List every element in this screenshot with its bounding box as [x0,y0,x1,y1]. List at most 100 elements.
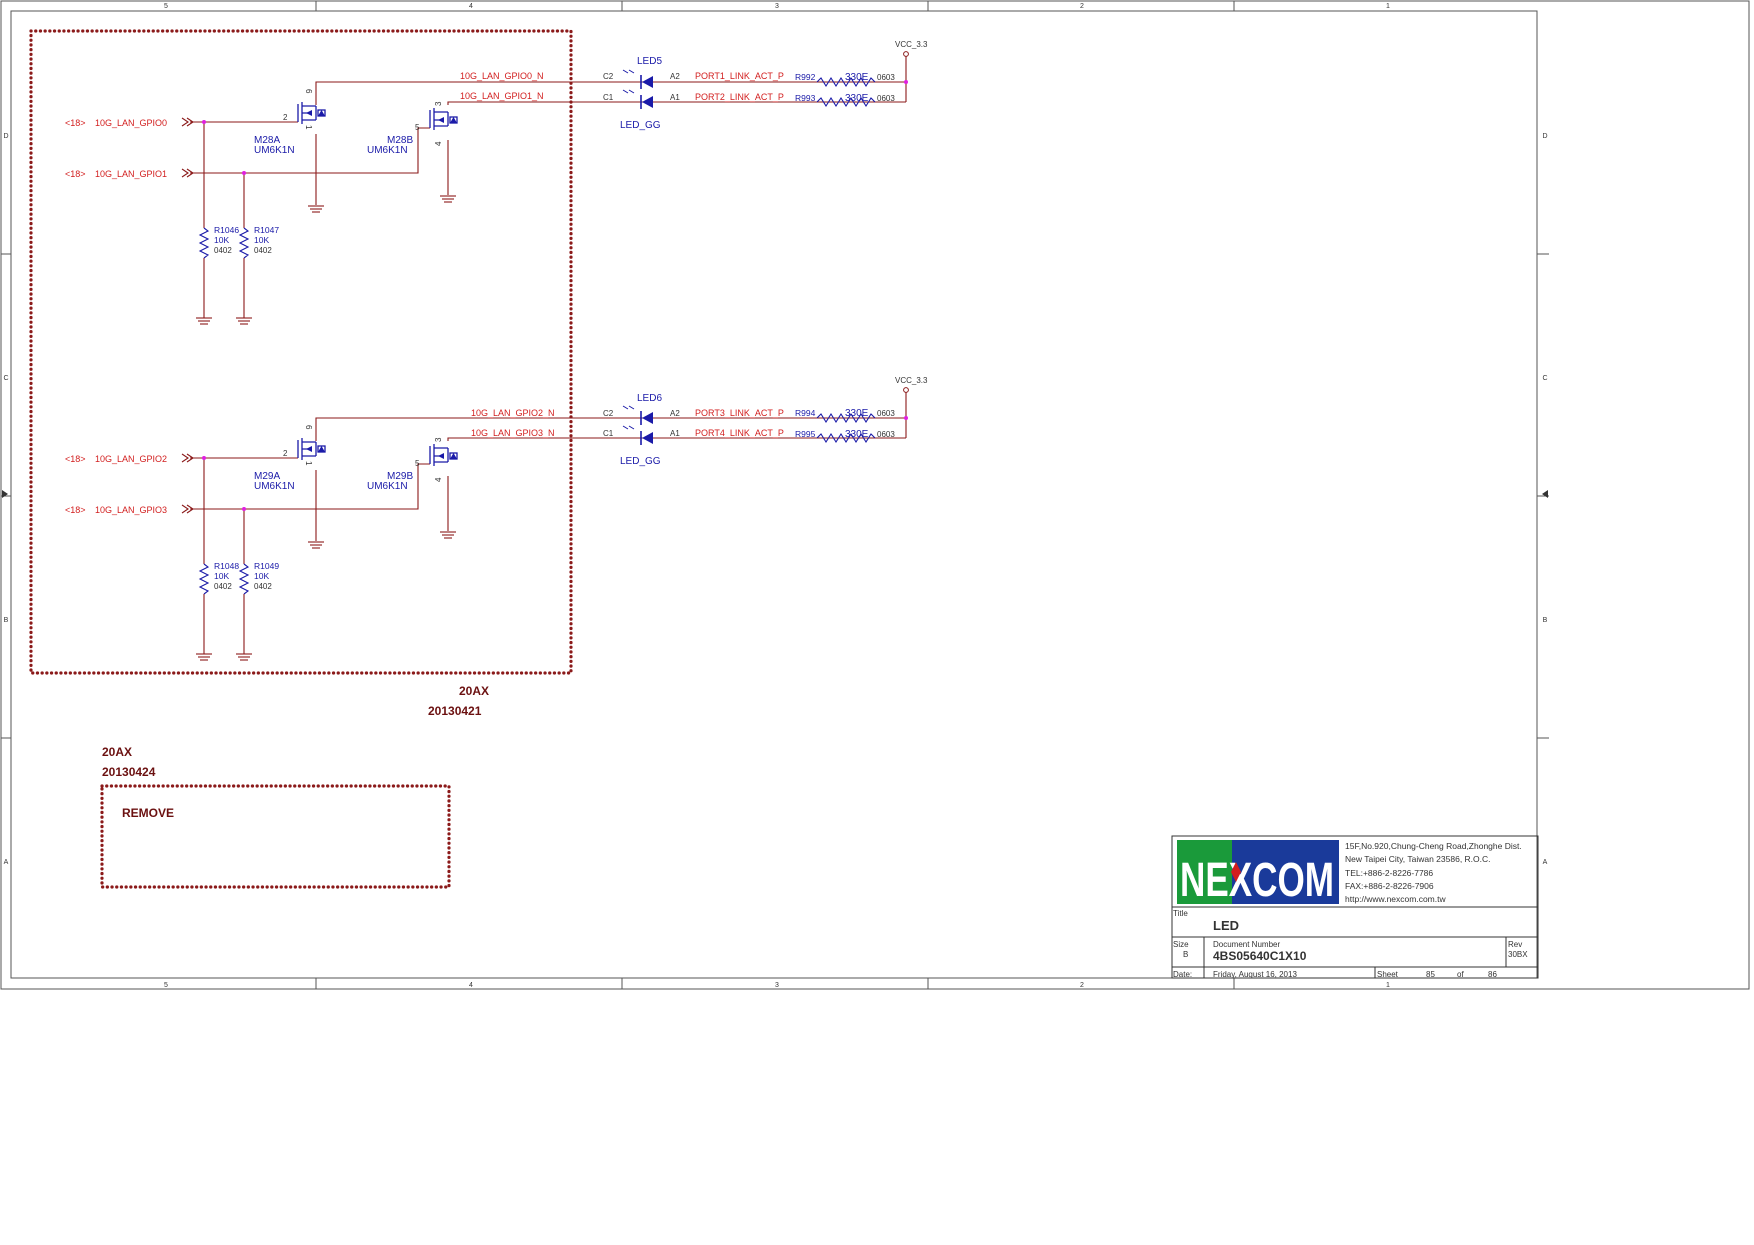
col-label-bottom: 2 [1080,982,1084,989]
led-part: LED_GG [620,120,661,131]
led-symbol [622,405,653,445]
row-label-right: D [1542,133,1547,140]
pin-number: 2 [283,449,288,458]
logo-green-panel [1177,840,1232,904]
resistor-value: 10K [214,571,229,581]
resistor-value: 330E [845,93,869,104]
vcc-terminal [903,387,909,393]
cathode-net-label: 10G_LAN_GPIO2_N [471,408,555,418]
power-net-label: VCC_3.3 [895,376,928,385]
mosfet-arrow [306,446,312,452]
anode-net-label: PORT1_LINK_ACT_P [695,71,784,81]
offpage-arrow [181,117,194,127]
ground-symbol [236,653,252,661]
document-number: 4BS05640C1X10 [1213,949,1307,963]
power-net-label: VCC_3.3 [895,40,928,49]
address-line: 15F,No.920,Chung-Cheng Road,Zhonghe Dist… [1345,841,1522,851]
sheet-ref: <18> [65,169,86,179]
rev-value: 30BX [1508,950,1528,959]
ground-symbol [440,531,456,539]
change-box-tag: 20AX [459,684,489,698]
ground-symbol [196,653,212,661]
input-net-label: 10G_LAN_GPIO2 [95,454,167,464]
body-diode [450,117,457,123]
resistor-symbol [816,432,876,444]
pin-number: 1 [304,125,313,130]
pin-number: 6 [304,89,313,94]
led-pin: C2 [603,72,614,81]
col-label-bottom: 4 [469,982,473,989]
frame-arrow-right [1542,490,1548,498]
row-label-left: D [3,133,8,140]
resistor-package: 0402 [214,246,232,255]
annotations: 20AX 20130421 20AX 20130424 REMOVE [102,684,489,820]
resistor-package: 0603 [877,409,895,418]
body-diode [450,453,457,459]
cathode-net-label: 10G_LAN_GPIO3_N [471,428,555,438]
sheet-label: Sheet [1377,970,1399,979]
date-label: Date: [1173,970,1192,979]
junction-dot [242,171,246,175]
resistor-ref: R993 [795,93,816,103]
resistor-value: 10K [254,571,269,581]
col-label-top: 5 [164,3,168,10]
offpage-arrow [181,453,194,463]
led-ref: LED5 [637,56,662,67]
led-pin: C1 [603,93,614,102]
change-box-date: 20130421 [428,704,482,718]
resistor-symbol [198,227,210,259]
row-label-left: C [3,375,8,382]
sheet-total: 86 [1488,970,1497,979]
remove-label: REMOVE [122,806,174,820]
inner-border [10,10,1538,979]
frame-ticks [1,1,1549,989]
resistor-ref: R1049 [254,561,279,571]
resistor-symbol [198,563,210,595]
input-net-label: 10G_LAN_GPIO0 [95,118,167,128]
pin-number: 5 [415,123,420,132]
pin-number: 3 [434,437,443,442]
pin-number: 4 [434,141,443,146]
resistor-ref: R1047 [254,225,279,235]
fet-part: UM6K1N [367,145,408,156]
col-label-top: 4 [469,3,473,10]
resistor-package: 0402 [254,246,272,255]
resistor-symbol [816,76,876,88]
resistor-package: 0603 [877,94,895,103]
row-label-left: A [4,859,9,866]
junction-dot [904,416,908,420]
pin-number: 5 [415,459,420,468]
row-label-right: A [1543,859,1548,866]
remove-box-tag: 20AX [102,745,132,759]
resistor-package: 0402 [214,582,232,591]
remove-box [100,784,451,889]
resistor-package: 0603 [877,430,895,439]
col-label-bottom: 3 [775,982,779,989]
date-value: Friday, August 16, 2013 [1213,970,1297,979]
col-label-top: 2 [1080,3,1084,10]
body-diode [318,446,325,452]
col-label-bottom: 1 [1386,982,1390,989]
mosfet-arrow [438,453,444,459]
junction-dot [242,507,246,511]
pin-number: 3 [434,101,443,106]
vcc-terminal [903,51,909,57]
logo-accent-icon [1231,862,1241,882]
pin-number: 2 [283,113,288,122]
resistor-value: 330E [845,72,869,83]
resistor-symbol [238,227,250,259]
led-pin: C1 [603,429,614,438]
ground-symbol [196,317,212,325]
led-pin: C2 [603,409,614,418]
fet-ref: M29B [387,471,413,482]
body-diode [318,110,325,116]
sheet-ref: <18> [65,505,86,515]
ground-symbol [440,195,456,203]
size-label: Size [1173,940,1189,949]
resistor-symbol [238,563,250,595]
docnum-label: Document Number [1213,940,1280,949]
resistor-package: 0402 [254,582,272,591]
led-ref: LED6 [637,393,662,404]
fet-ref: M28A [254,135,280,146]
